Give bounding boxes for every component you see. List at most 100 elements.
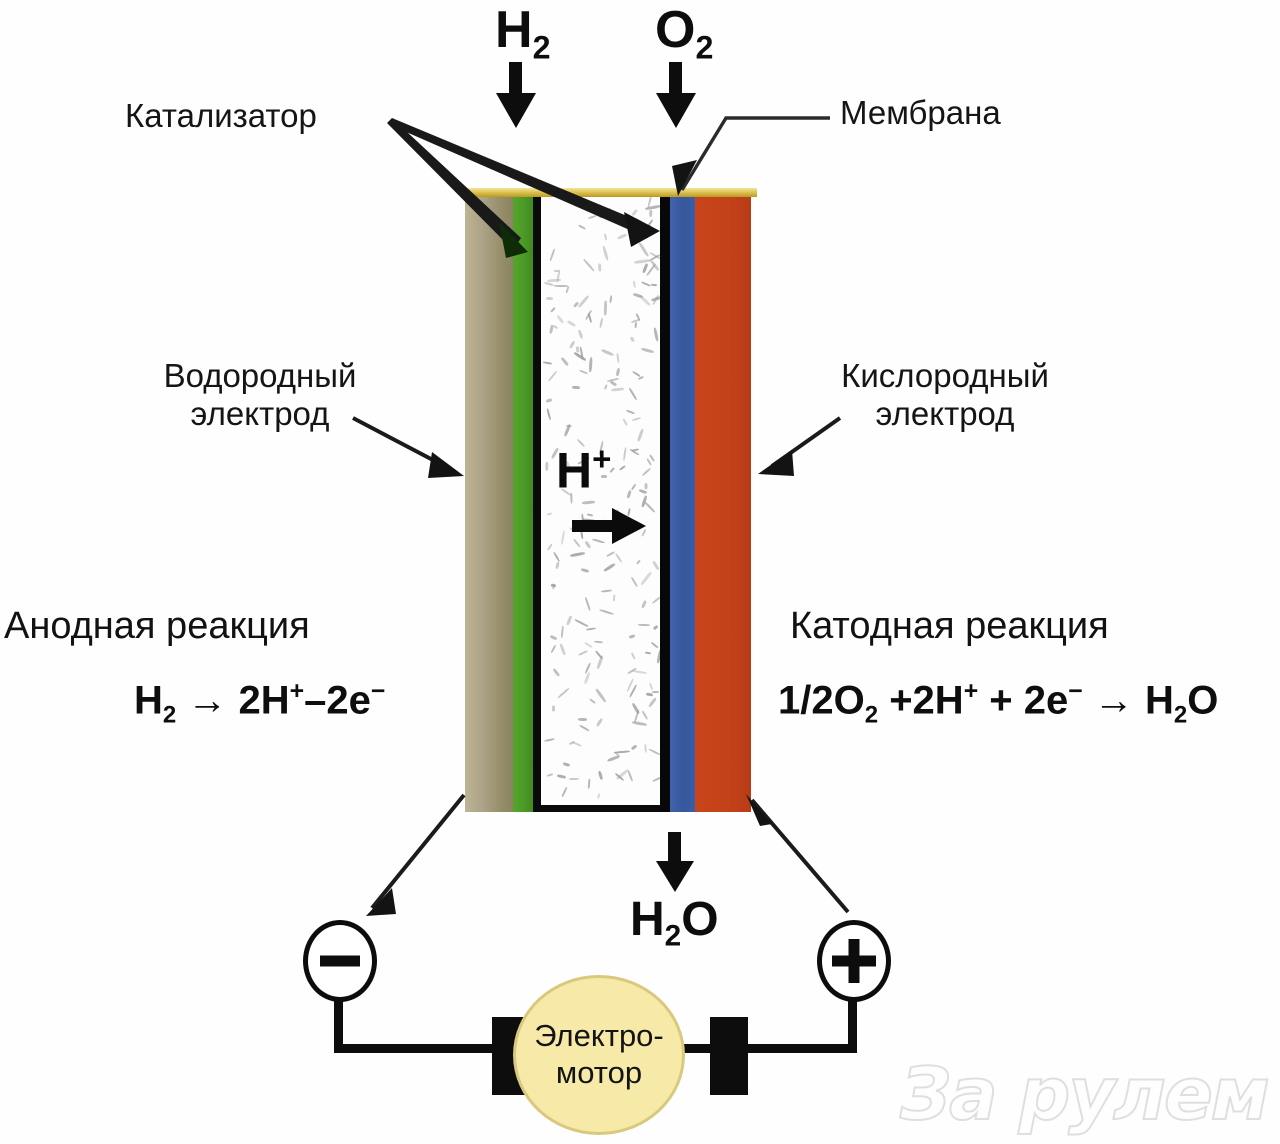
membrane-speck xyxy=(600,589,612,593)
membrane-speck xyxy=(641,467,652,477)
membrane-speck xyxy=(556,773,567,779)
membrane-speck xyxy=(641,709,648,720)
hydrogen-electrode-callout-label: Водородный электрод xyxy=(163,357,357,432)
membrane-speck xyxy=(626,508,631,517)
cathode-catalyst-layer xyxy=(670,197,695,812)
membrane-speck xyxy=(552,584,556,590)
membrane-speck xyxy=(585,627,597,632)
membrane-speck xyxy=(634,321,637,328)
hydrogen-electrode-layer xyxy=(465,197,513,812)
membrane-speck xyxy=(547,512,553,516)
membrane-speck xyxy=(591,538,606,544)
plus-sign-icon-horizontal xyxy=(832,955,876,967)
membrane-speck xyxy=(579,724,590,731)
oxygen-inlet-arrow xyxy=(656,62,696,128)
membrane-speck xyxy=(638,241,650,257)
membrane-speck xyxy=(584,641,593,649)
membrane-speck xyxy=(651,595,660,605)
membrane-speck xyxy=(645,483,649,490)
wire-right-vertical xyxy=(848,1001,857,1051)
membrane-speck xyxy=(633,708,640,722)
cathode-contact-layer xyxy=(660,197,670,812)
oxygen-electrode-callout-label: Кислородный электрод xyxy=(841,357,1049,432)
anode-catalyst-layer xyxy=(513,197,533,812)
membrane-speck xyxy=(560,625,564,638)
membrane-speck xyxy=(577,294,590,308)
membrane-speck xyxy=(566,319,576,327)
membrane-speck xyxy=(553,325,559,330)
fuel-cell-stack xyxy=(463,188,757,812)
membrane-speck xyxy=(640,347,655,354)
membrane-speck xyxy=(612,594,616,602)
membrane-speck xyxy=(647,697,657,708)
membrane-speck xyxy=(644,501,655,513)
membrane-speck xyxy=(632,417,642,422)
negative-terminal[interactable] xyxy=(303,920,377,1002)
anode-reaction-title: Анодная реакция xyxy=(4,605,310,647)
membrane-speck xyxy=(568,778,579,781)
hydrogen-inlet-arrow xyxy=(496,62,536,128)
electric-motor[interactable]: Электро- мотор xyxy=(513,975,685,1135)
membrane-speck xyxy=(643,743,647,753)
membrane-speck xyxy=(631,721,647,727)
membrane-speck xyxy=(581,500,595,505)
membrane-speck xyxy=(570,551,586,558)
membrane-speck xyxy=(610,387,624,392)
membrane-speck xyxy=(580,567,590,573)
membrane-speck xyxy=(621,418,628,427)
membrane-speck xyxy=(562,761,570,767)
membrane-speck xyxy=(552,551,561,563)
membrane-speck xyxy=(573,538,581,547)
membrane-speck xyxy=(577,329,584,339)
membrane-speck xyxy=(555,561,560,570)
membrane-speck xyxy=(631,652,636,660)
membrane-speck xyxy=(635,559,641,565)
membrane-speck xyxy=(652,691,660,694)
membrane-speck xyxy=(545,461,548,472)
membrane-speck xyxy=(556,314,565,324)
membrane-speck xyxy=(652,560,660,571)
membrane-leader-line xyxy=(672,116,830,196)
membrane-speck xyxy=(604,233,608,242)
membrane-speck xyxy=(608,520,617,526)
electric-motor-label: Электро- мотор xyxy=(534,1018,664,1090)
membrane-speck xyxy=(554,284,569,287)
membrane-speck xyxy=(615,368,620,376)
membrane-speck xyxy=(595,688,607,703)
membrane-speck xyxy=(552,705,555,711)
membrane-speck xyxy=(581,517,598,523)
membrane-speck xyxy=(588,779,591,790)
gold-top-cap-layer xyxy=(463,188,757,197)
membrane-speck xyxy=(647,219,654,227)
anode-reaction-equation: H2 → 2H+–2e− xyxy=(134,678,386,729)
membrane-speck xyxy=(574,618,589,627)
membrane-speck xyxy=(588,357,593,373)
membrane-speck xyxy=(550,645,557,654)
membrane-speck xyxy=(598,608,614,616)
membrane-speck xyxy=(577,224,586,230)
membrane-speck xyxy=(631,231,636,242)
membrane-speck xyxy=(552,667,561,677)
membrane-speck xyxy=(598,263,602,272)
membrane-speck xyxy=(565,424,572,428)
wire-left-vertical xyxy=(334,1001,343,1051)
water-product-label: H2O xyxy=(630,893,719,953)
minus-sign-icon xyxy=(320,955,360,967)
membrane-speck xyxy=(652,775,660,783)
membrane-speck xyxy=(616,519,631,530)
membrane-speck xyxy=(560,530,565,545)
membrane-speck xyxy=(598,317,603,328)
membrane-speck xyxy=(584,540,591,549)
positive-terminal[interactable] xyxy=(817,920,891,1002)
membrane-speck xyxy=(565,614,572,625)
membrane-speck xyxy=(560,786,568,797)
cathode-reaction-equation: 1/2O2 +2H+ + 2e− → H2O xyxy=(778,678,1219,729)
membrane-speck xyxy=(595,655,603,670)
membrane-speck xyxy=(584,597,591,611)
membrane-speck xyxy=(595,717,603,727)
membrane-speck xyxy=(631,669,647,674)
membrane-speck xyxy=(633,259,650,265)
oxygen-inlet-label: O2 xyxy=(655,1,714,66)
membrane-speck xyxy=(609,294,613,303)
